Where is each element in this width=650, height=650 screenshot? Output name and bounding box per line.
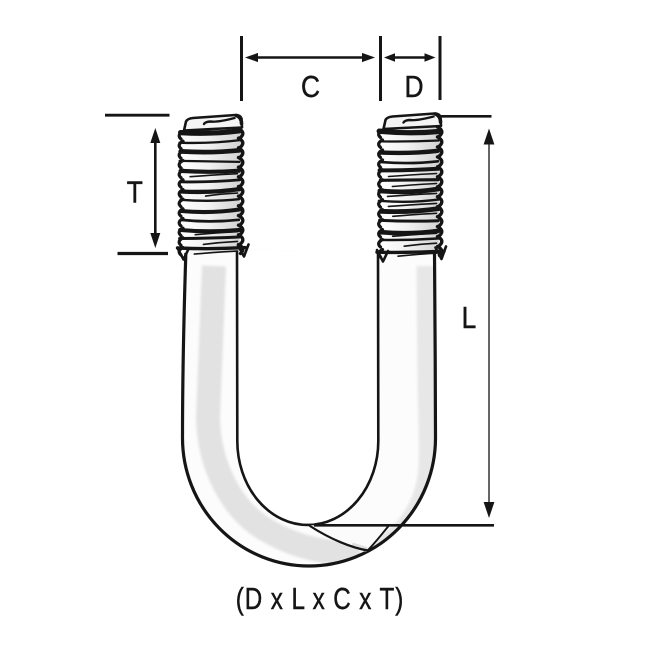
svg-text:T: T	[127, 176, 143, 210]
svg-text:(D x L x C x T): (D x L x C x T)	[236, 581, 404, 616]
svg-text:L: L	[462, 301, 477, 335]
svg-text:C: C	[301, 70, 320, 104]
svg-text:D: D	[404, 70, 423, 104]
